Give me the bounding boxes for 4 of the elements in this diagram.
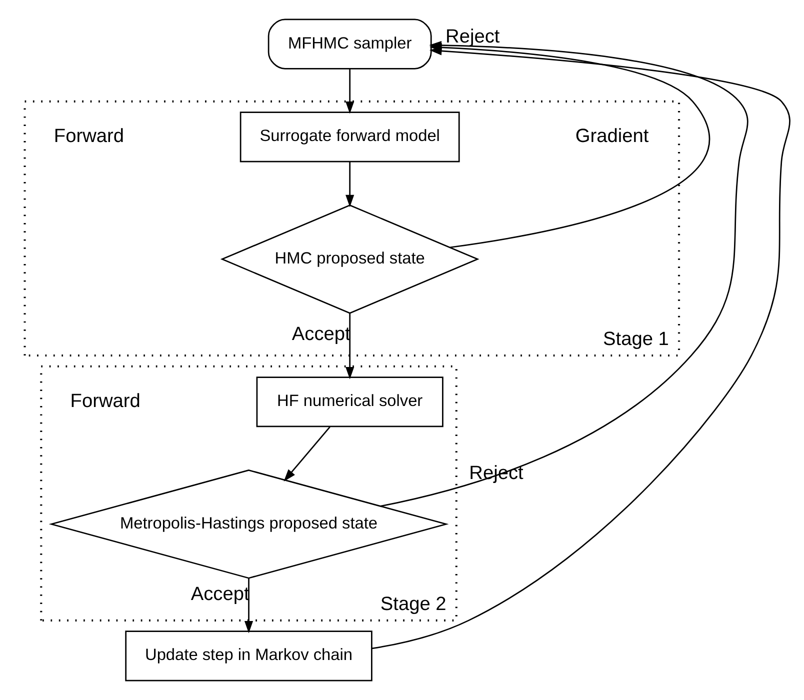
label: Gradient <box>575 126 649 147</box>
label: Forward <box>70 390 140 412</box>
label: Forward <box>54 126 124 147</box>
edge-label: Reject <box>446 26 500 48</box>
